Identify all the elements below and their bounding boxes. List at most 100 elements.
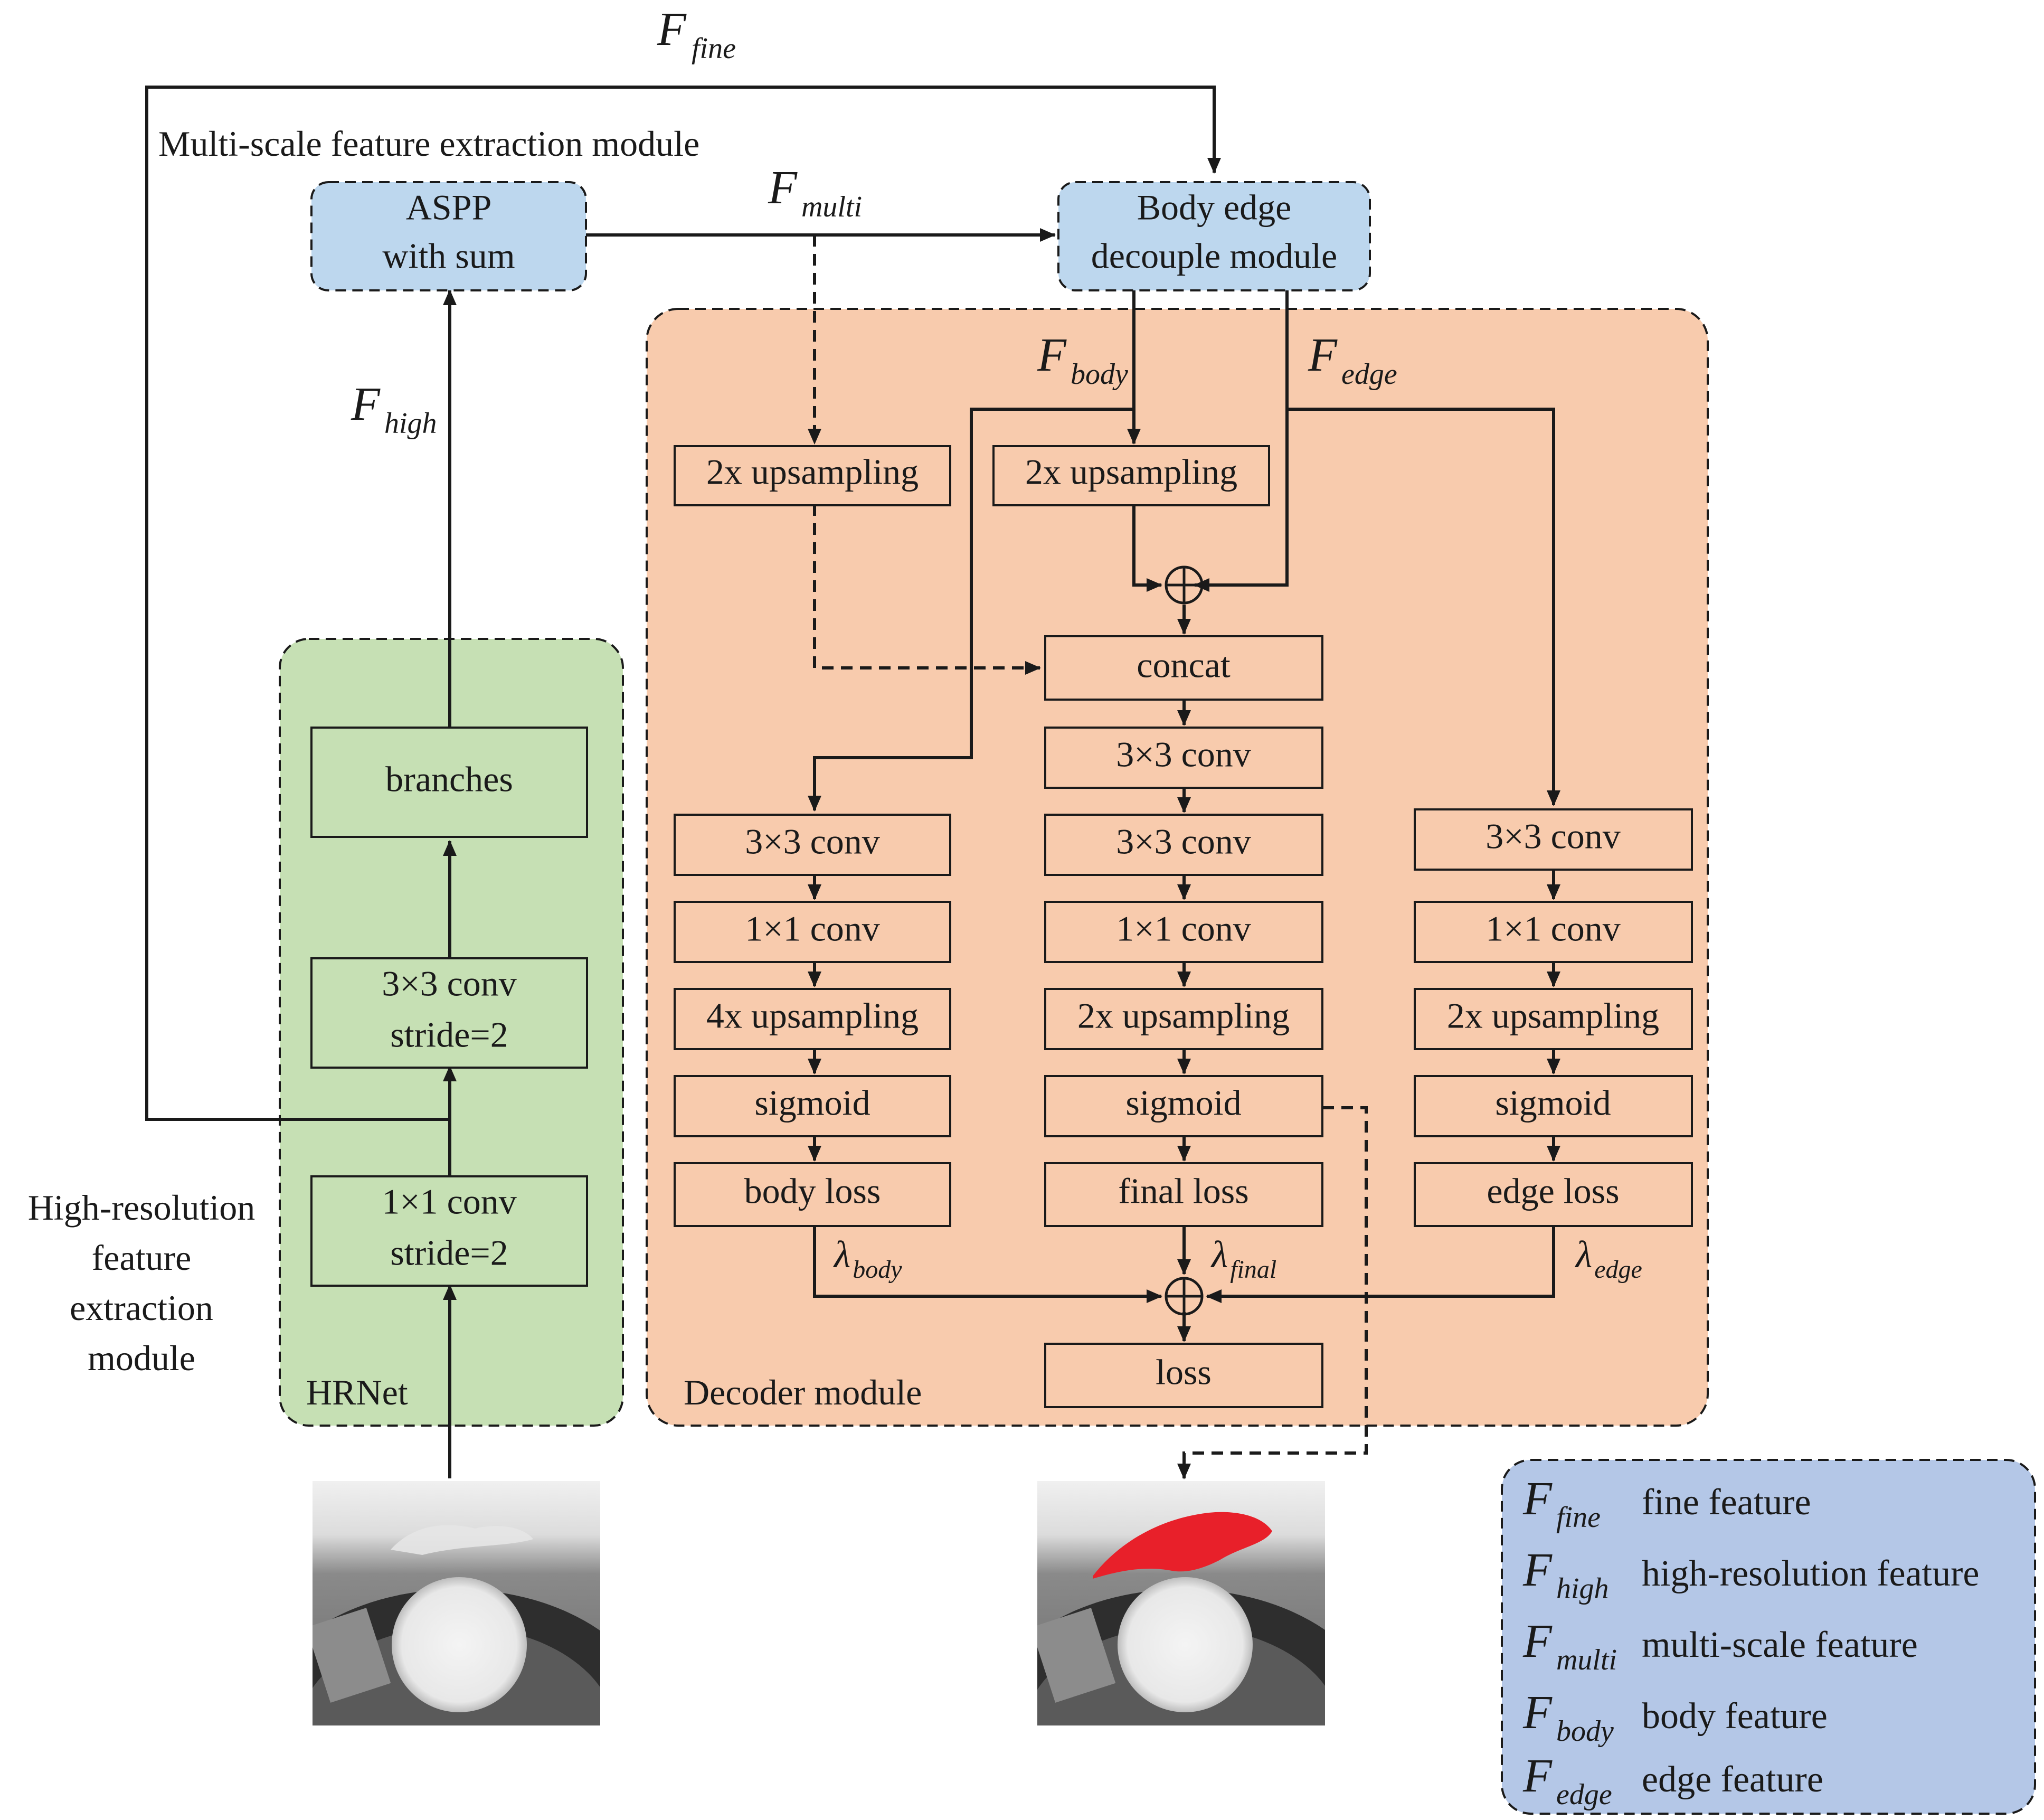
mid-up-label: 2x upsampling [1077,996,1290,1036]
left-sigmoid-box: sigmoid [674,1075,951,1137]
legend-text-body: body feature [1642,1696,1828,1737]
aspp-line-1: ASPP [406,187,492,228]
legend-text-high: high-resolution feature [1642,1553,1980,1594]
aspp-box: ASPP with sum [310,181,587,291]
upmulti-to-concat-dashed [813,504,1041,675]
body-loss-box: body loss [674,1162,951,1227]
body-to-left-conv-arrow [808,408,1134,812]
conv1-stride-line-2: stride=2 [390,1233,508,1273]
up-body-top-label: 2x upsampling [1025,452,1237,492]
aspp-line-2: with sum [382,236,515,276]
highres-module-label: High-resolution feature extraction modul… [28,1187,256,1378]
legend-text-multi: multi-scale feature [1642,1625,1918,1665]
bodyloss-to-plus-arrow [813,1226,1162,1303]
concat-label: concat [1137,645,1231,685]
edge-to-right-conv-arrow [1287,408,1560,806]
conv1-stride-box: 1×1 conv stride=2 [310,1175,588,1287]
left-up-box: 4x upsampling [674,988,951,1050]
left-sigmoid-label: sigmoid [754,1083,870,1123]
right-conv3-label: 3×3 conv [1485,816,1621,856]
branches-box: branches [310,727,588,838]
right-sigmoid-box: sigmoid [1414,1075,1693,1137]
decoder-label: Decoder module [684,1372,922,1412]
conv3-stride-line-2: stride=2 [390,1015,508,1055]
edgeloss-to-plus-arrow [1206,1226,1555,1303]
edge-loss-box: edge loss [1414,1162,1693,1227]
multiscale-module-label: Multi-scale feature extraction module [158,124,699,164]
sigmoid-to-output-dashed [1177,1106,1368,1479]
right-sigmoid-label: sigmoid [1495,1083,1611,1123]
mid-conv3-a-label: 3×3 conv [1116,734,1251,775]
edge-loss-label: edge loss [1487,1171,1619,1211]
output-image [1037,1481,1325,1725]
left-conv3-box: 3×3 conv [674,814,951,876]
conv1-stride-line-1: 1×1 conv [382,1182,517,1222]
final-loss-box: final loss [1044,1162,1323,1227]
bodyedge-line-1: Body edge [1137,187,1292,228]
sum-node-top [1165,565,1204,605]
up-multi-label: 2x upsampling [706,452,919,492]
mid-conv1-label: 1×1 conv [1116,909,1251,949]
input-image [313,1481,600,1725]
right-up-box: 2x upsampling [1414,988,1693,1050]
mid-conv1-box: 1×1 conv [1044,901,1323,963]
legend-text-fine: fine feature [1642,1482,1811,1523]
bodyedge-line-2: decouple module [1091,236,1337,276]
right-up-label: 2x upsampling [1447,996,1659,1036]
fine-feature-path [145,86,1221,1121]
lambda-final: λfinal [1210,1233,1276,1284]
branches-label: branches [385,759,513,799]
mid-conv3-b-box: 3×3 conv [1044,814,1323,876]
mid-sigmoid-label: sigmoid [1125,1083,1241,1123]
segmentation-mask [1093,1512,1272,1579]
left-up-label: 4x upsampling [706,996,919,1036]
loss-label: loss [1156,1352,1212,1392]
mid-conv3-b-label: 3×3 conv [1116,822,1251,862]
body-loss-label: body loss [744,1171,881,1211]
highres-line-4: module [88,1338,195,1378]
lambda-body: λbody [833,1233,902,1284]
mid-conv3-a-box: 3×3 conv [1044,727,1323,789]
body-edge-box: Body edge decouple module [1057,181,1371,291]
highres-line-1: High-resolution [28,1187,256,1228]
sum-node-bottom [1165,1277,1204,1316]
upbody-to-plus-arrow [1132,504,1162,592]
loss-box: loss [1044,1343,1323,1408]
legend-box [1501,1459,2036,1815]
up-multi-box: 2x upsampling [674,445,951,506]
right-conv1-label: 1×1 conv [1485,909,1621,949]
final-loss-label: final loss [1118,1171,1248,1211]
conv3-stride-line-1: 3×3 conv [382,964,517,1004]
highres-line-2: feature [92,1238,192,1278]
highres-line-3: extraction [70,1288,213,1328]
concat-box: concat [1044,635,1323,701]
conv3-stride-box: 3×3 conv stride=2 [310,957,588,1069]
edge-to-plus-arrow [1194,289,1289,592]
right-conv1-box: 1×1 conv [1414,901,1693,963]
left-conv1-label: 1×1 conv [745,909,880,949]
up-body-top-box: 2x upsampling [992,445,1270,506]
right-conv3-box: 3×3 conv [1414,808,1693,871]
mid-up-box: 2x upsampling [1044,988,1323,1050]
left-conv1-box: 1×1 conv [674,901,951,963]
legend-text-edge: edge feature [1642,1759,1823,1800]
mid-sigmoid-box: sigmoid [1044,1075,1323,1137]
lambda-edge: λedge [1575,1233,1642,1284]
